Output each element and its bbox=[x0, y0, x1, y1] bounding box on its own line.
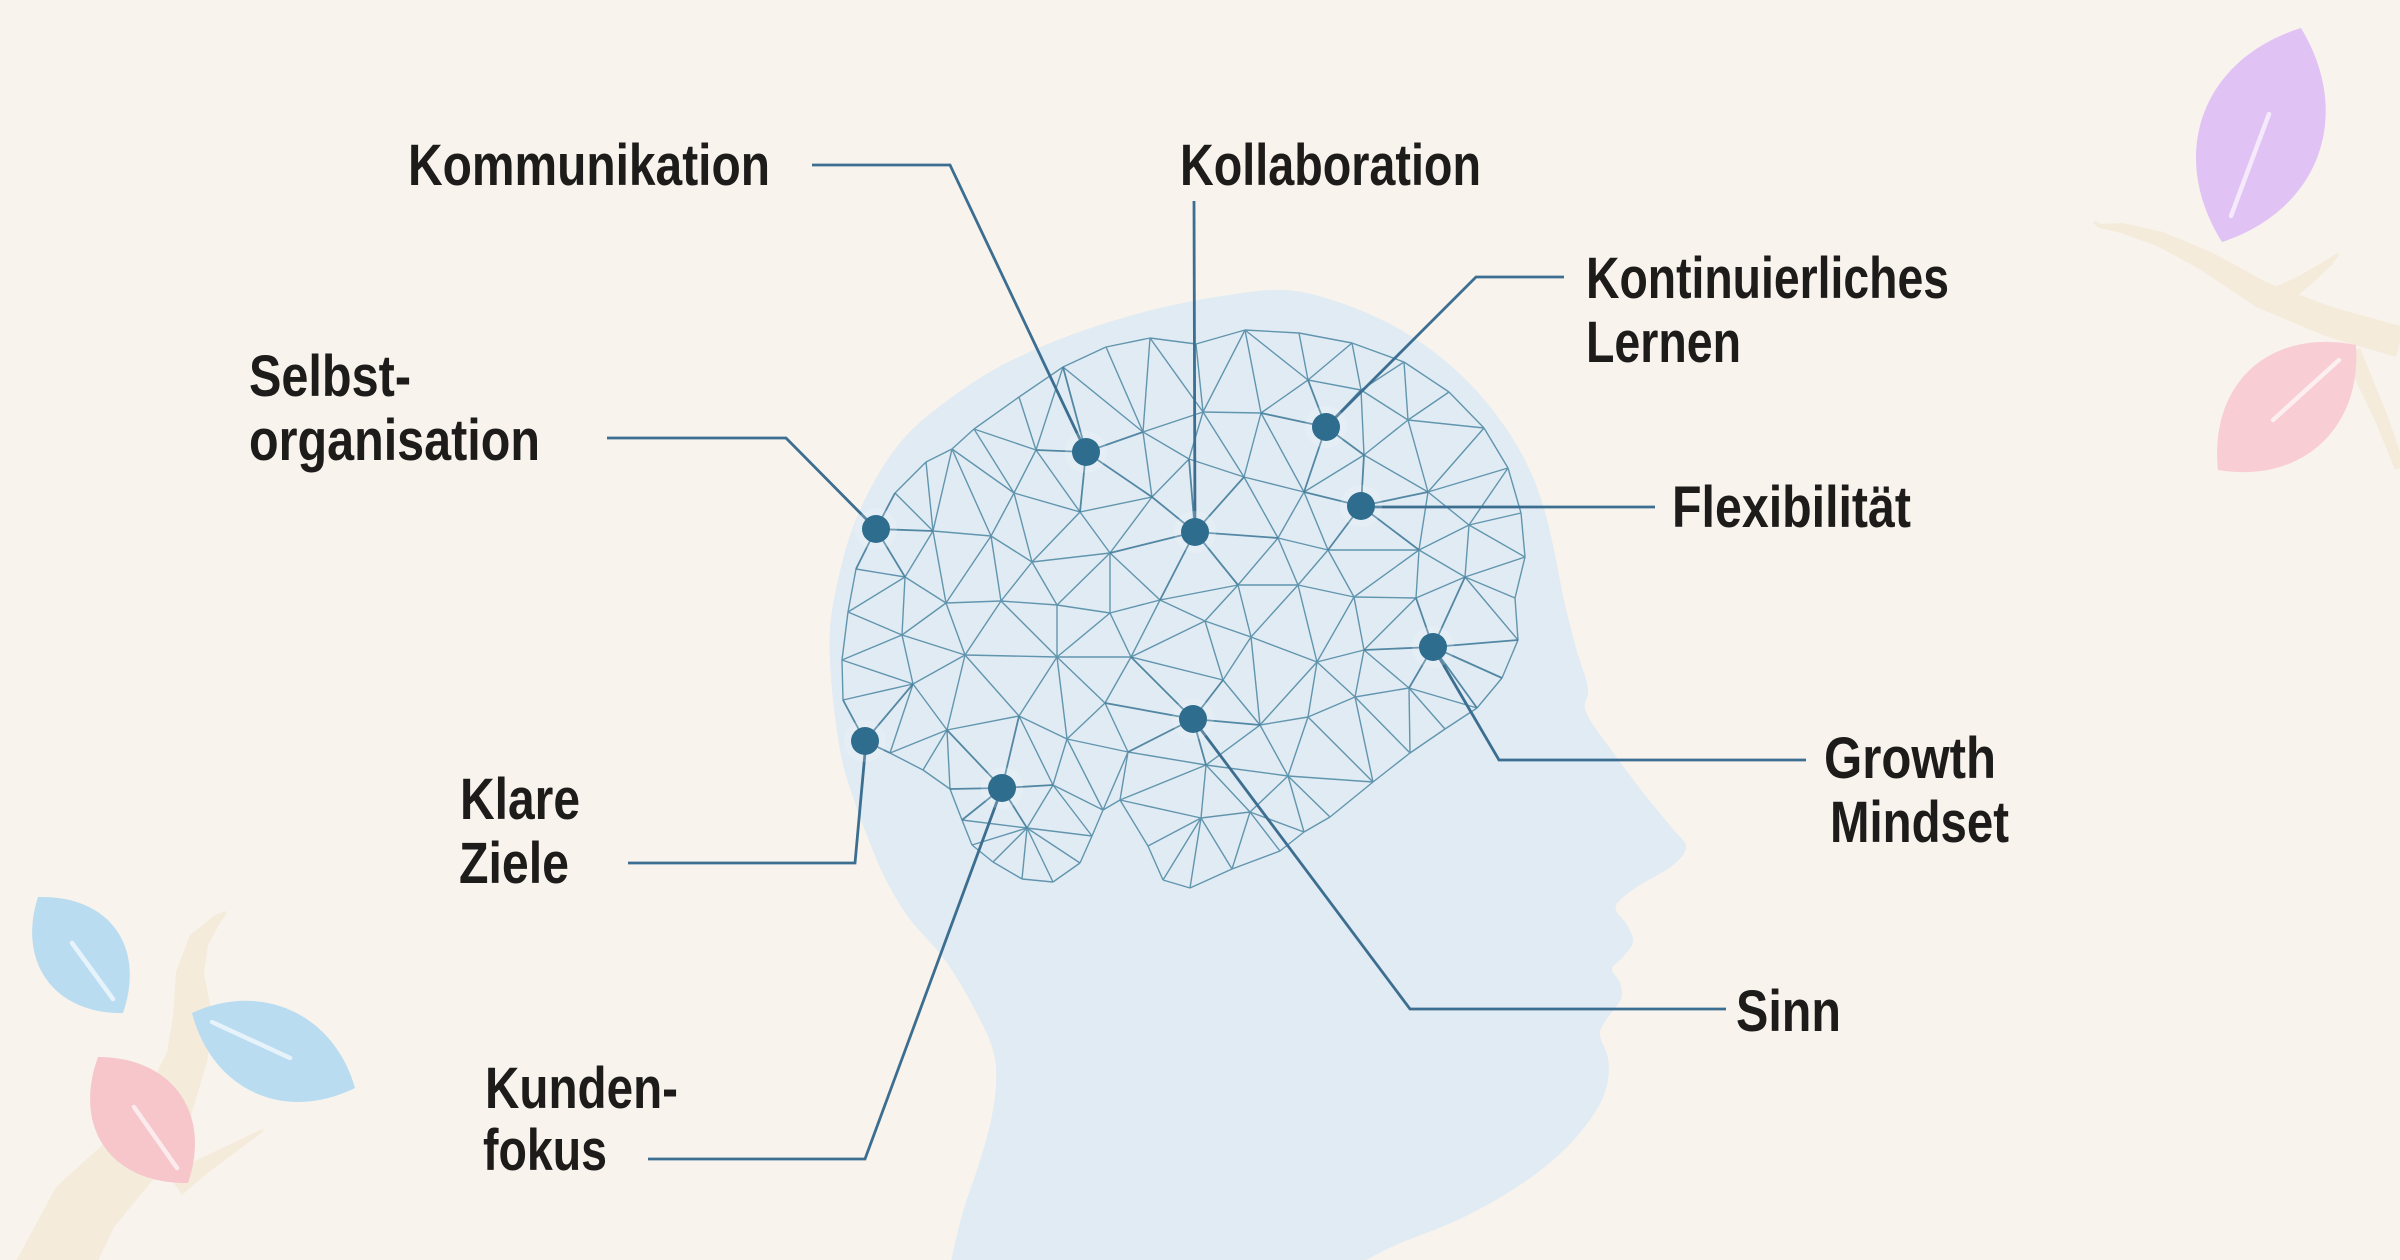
svg-text:Lernen: Lernen bbox=[1586, 310, 1741, 375]
svg-text:Mindset: Mindset bbox=[1830, 790, 2009, 855]
svg-text:Ziele: Ziele bbox=[459, 831, 569, 896]
svg-text:Klare: Klare bbox=[460, 767, 580, 832]
svg-text:Kommunikation: Kommunikation bbox=[408, 133, 770, 198]
svg-text:Kunden-: Kunden- bbox=[485, 1056, 678, 1121]
svg-text:Kontinuierliches: Kontinuierliches bbox=[1586, 246, 1949, 311]
svg-text:Sinn: Sinn bbox=[1736, 979, 1841, 1044]
svg-text:Growth: Growth bbox=[1824, 726, 1996, 791]
svg-text:Flexibilität: Flexibilität bbox=[1672, 475, 1911, 540]
svg-text:fokus: fokus bbox=[483, 1118, 607, 1183]
svg-text:organisation: organisation bbox=[249, 408, 540, 473]
svg-text:Selbst-: Selbst- bbox=[249, 344, 411, 409]
svg-text:Kollaboration: Kollaboration bbox=[1180, 133, 1481, 198]
